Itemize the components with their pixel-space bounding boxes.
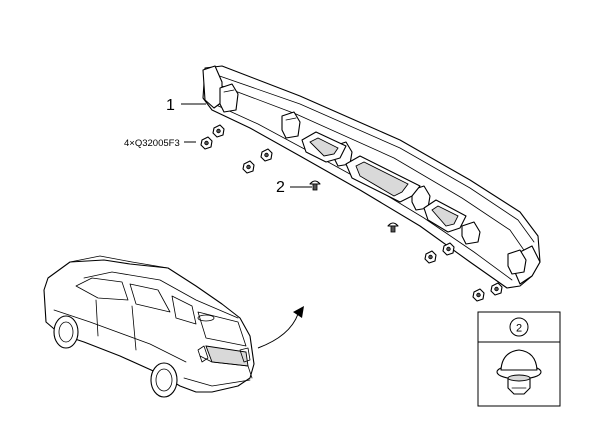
push-clip [387,222,399,233]
callout-number-2: 2 [276,179,285,196]
callout-number-1: 1 [166,97,175,114]
fastener-nut [260,148,273,162]
fastener-nut [490,282,503,296]
fastener-nut [442,242,455,256]
fastener-nut [200,136,213,150]
vehicle-locator [43,255,255,398]
fastener-nut [472,288,485,302]
callout-part-2: 2 [276,179,312,196]
fastener-nut [424,250,437,264]
callout-fastener-note: 4×Q32005F3 [124,138,196,149]
fastener-part-number: 4×Q32005F3 [124,138,180,149]
detail-number: 2 [516,323,522,335]
fastener-nut [212,124,225,138]
detail-box-part-2: 2 [477,311,561,407]
tailgate-trim-panel [202,65,541,289]
locator-arrow [257,306,304,349]
fastener-nut [242,160,255,174]
push-clip-detail [496,349,542,395]
push-clip [309,180,321,191]
callout-part-1: 1 [166,97,206,114]
